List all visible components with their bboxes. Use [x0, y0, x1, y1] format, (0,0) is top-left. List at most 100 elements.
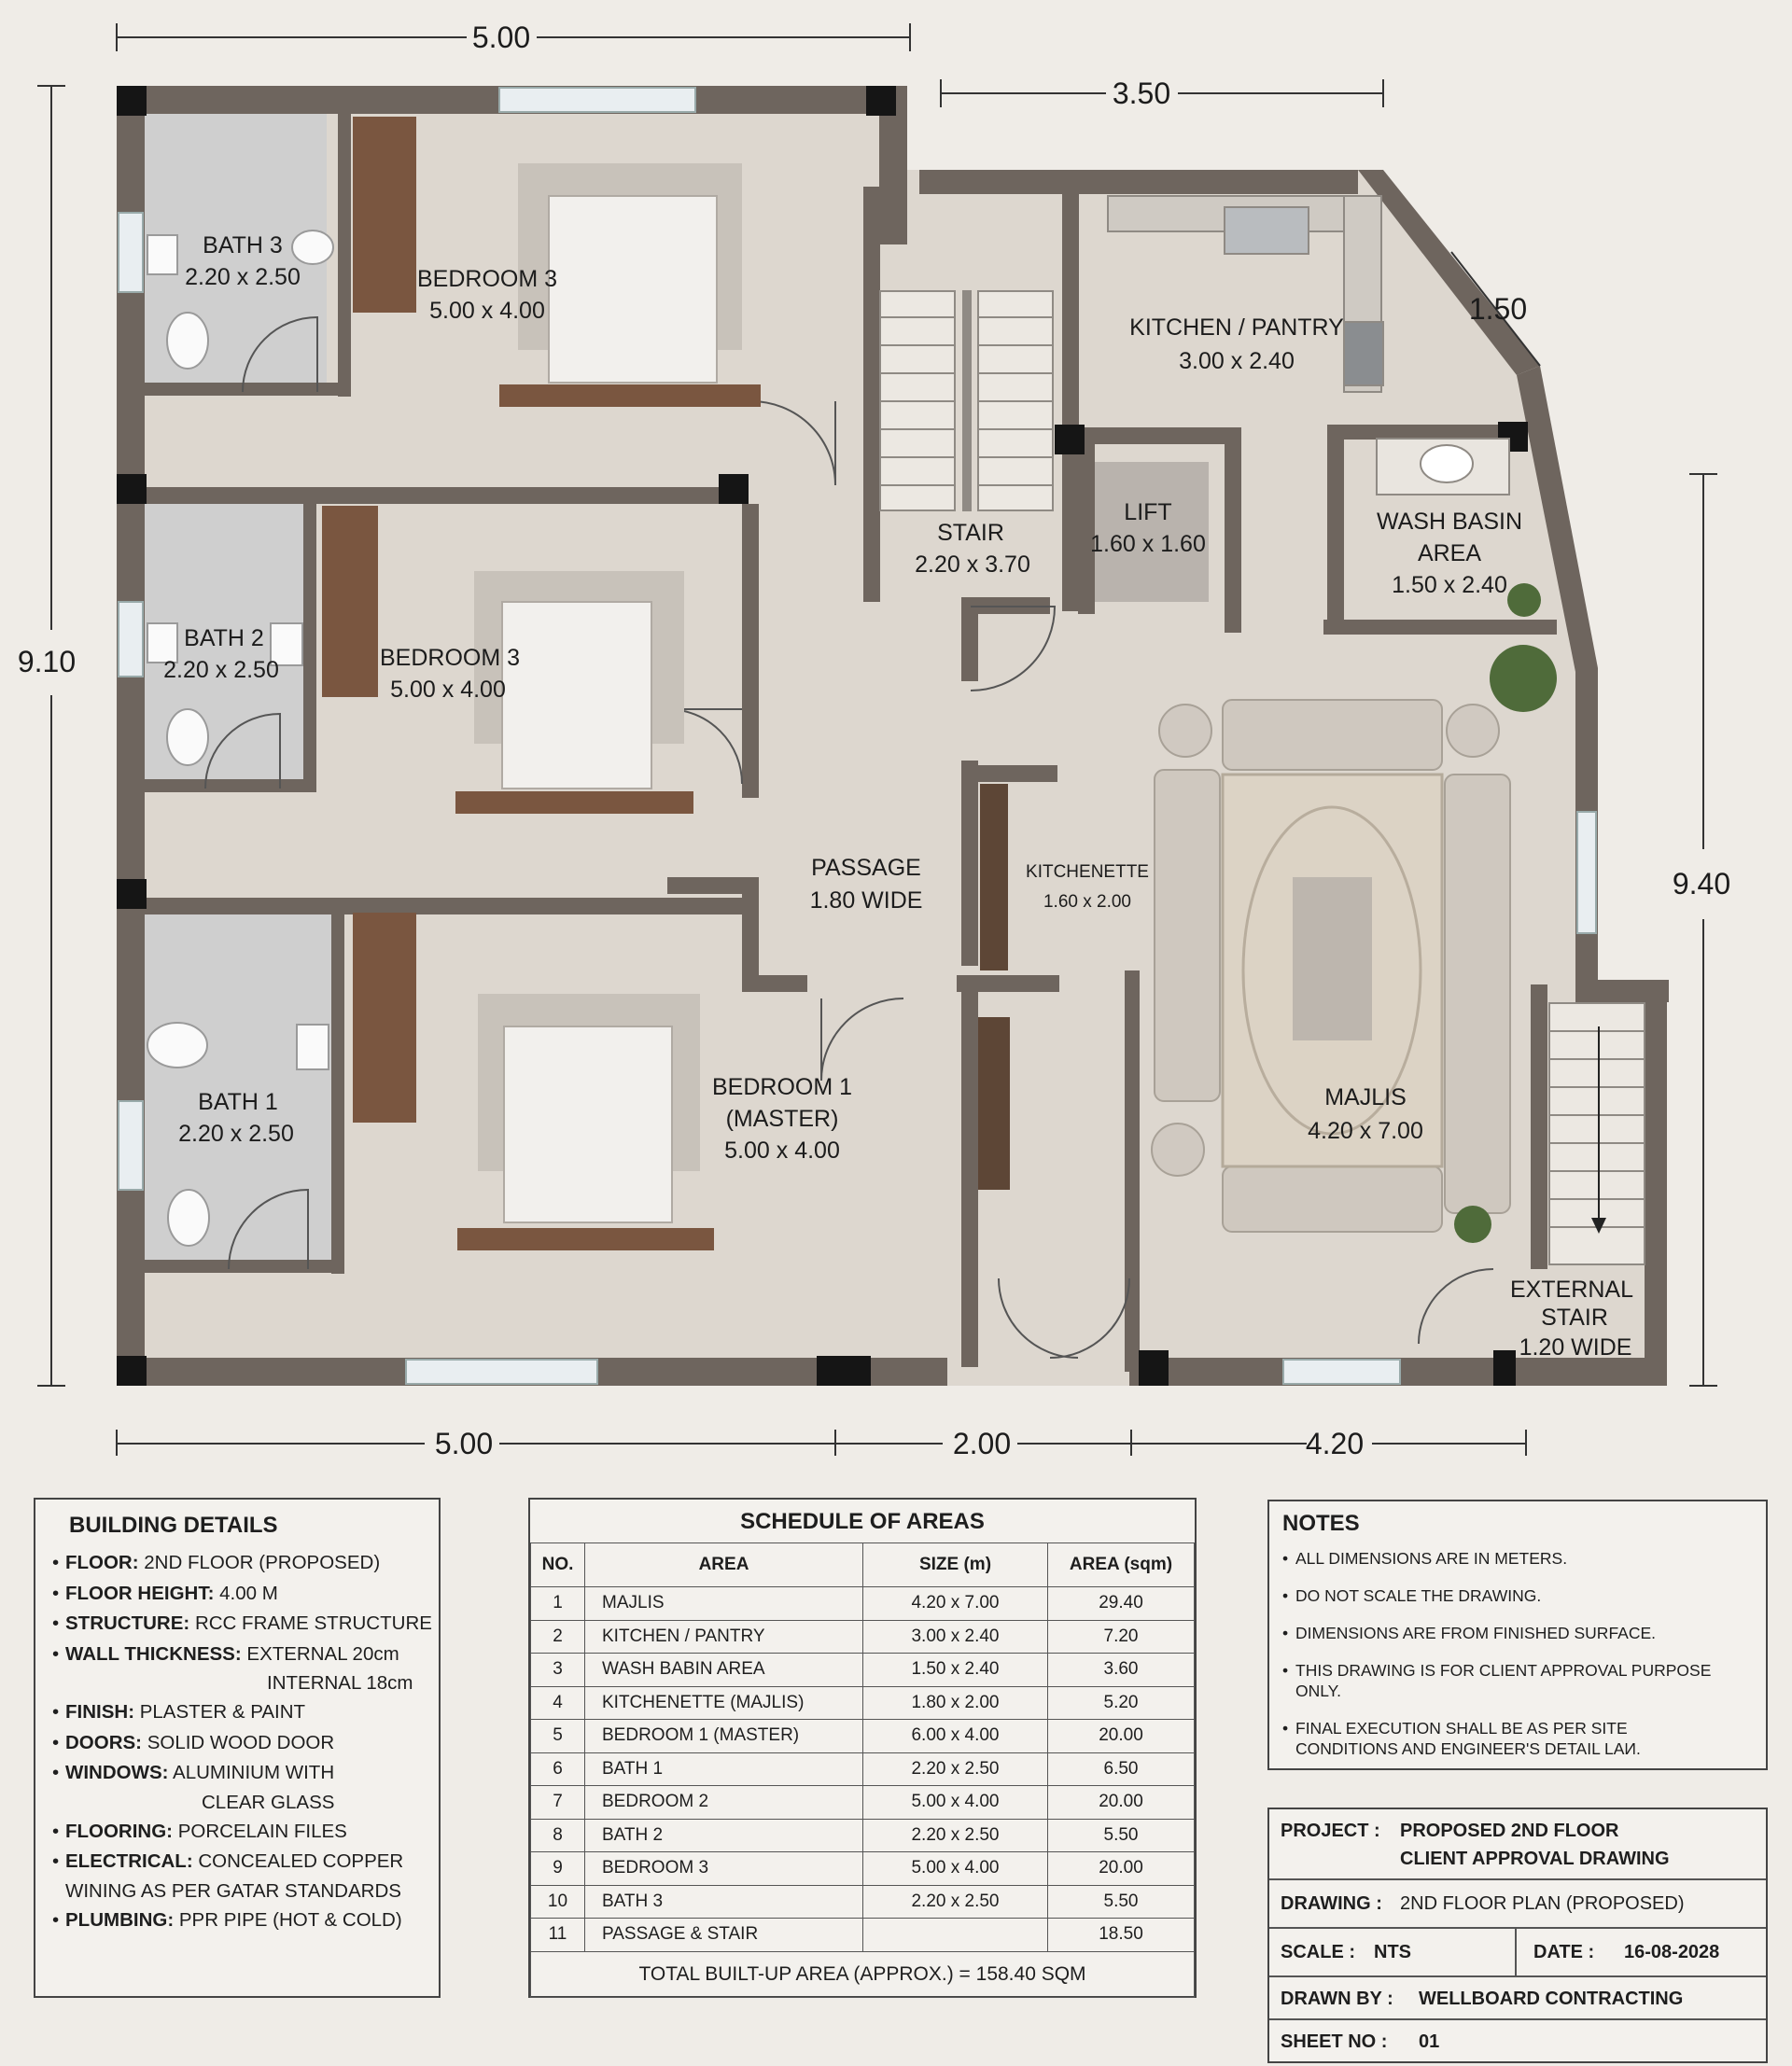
majlis-rug-medallion: [1241, 805, 1422, 1136]
cell-size: [862, 1918, 1048, 1952]
bd-item-continuation: WINING AS PER GATAR STANDARDS: [65, 1879, 401, 1902]
cell-area: BEDROOM 3: [584, 1851, 863, 1886]
dim-bottom-mid: 2.00: [953, 1427, 1011, 1456]
cell-size: 2.20 x 2.50: [862, 1884, 1048, 1919]
cell-area: KITCHENETTE (MAJLIS): [584, 1685, 863, 1720]
dim-diagonal: 1.50: [1469, 292, 1527, 326]
label-bedroom3-top-name: BEDROOM 3: [417, 266, 557, 292]
bd-item: FLOOR HEIGHT: 4.00 M: [52, 1579, 422, 1610]
wardrobes: [322, 117, 416, 1123]
notes-panel: NOTES ALL DIMENSIONS ARE IN METERS. DO N…: [1267, 1500, 1768, 1770]
cell-sqm: 20.00: [1047, 1719, 1195, 1753]
cell-no: 1: [530, 1586, 585, 1621]
cell-area: BATH 2: [584, 1818, 863, 1852]
label-bath1-size: 2.20 x 2.50: [178, 1121, 294, 1147]
cell-area: BATH 1: [584, 1752, 863, 1786]
bd-item: WALL THICKNESS: EXTERNAL 20cm: [52, 1640, 422, 1670]
cell-area: BEDROOM 1 (MASTER): [584, 1719, 863, 1753]
bath-fixtures: [147, 230, 334, 1247]
label-lift-size: 1.60 x 1.60: [1090, 531, 1206, 557]
cell-size: 1.50 x 2.40: [862, 1653, 1048, 1687]
cell-sqm: 29.40: [1047, 1586, 1195, 1621]
dim-right: 9.40: [1673, 867, 1730, 900]
building-details-title: BUILDING DETAILS: [69, 1513, 278, 1538]
label-bath2-name: BATH 2: [184, 625, 264, 651]
bd-item: STRUCTURE: RCC FRAME STRUCTURE: [52, 1609, 432, 1640]
tb-drawing-row: DRAWING : 2ND FLOOR PLAN (PROPOSED): [1269, 1880, 1766, 1929]
cell-no: 5: [530, 1719, 585, 1753]
majlis-seating: [1154, 699, 1511, 1233]
cell-area: BEDROOM 2: [584, 1785, 863, 1820]
lift-floor: [1092, 462, 1209, 602]
bd-item-continuation: INTERNAL 18cm: [267, 1672, 413, 1694]
cell-no: 8: [530, 1818, 585, 1852]
cell-area: BATH 3: [584, 1884, 863, 1919]
tb-scale-date-row: SCALE : NTS DATE : 16-08-2028: [1269, 1929, 1766, 1977]
bd-item: FLOORING: PORCELAIN FILES: [52, 1817, 422, 1848]
tb-drawn-row: DRAWN BY : WELLBOARD CONTRACTING: [1269, 1977, 1766, 2020]
table-total-row: TOTAL BUILT-UP AREA (APPROX.) = 158.40 S…: [530, 1950, 1195, 1998]
label-bath2-size: 2.20 x 2.50: [163, 657, 279, 683]
dim-top-right: 3.50: [1113, 77, 1170, 110]
kitchen-counters: [1107, 195, 1384, 393]
cell-size: 3.00 x 2.40: [862, 1619, 1048, 1654]
cell-sqm: 20.00: [1047, 1785, 1195, 1820]
cell-area: WASH BABIN AREA: [584, 1653, 863, 1687]
label-bedroom3-mid-name: BEDROOM 3: [380, 645, 520, 671]
cell-area: PASSAGE & STAIR: [584, 1918, 863, 1952]
cell-sqm: 3.60: [1047, 1653, 1195, 1687]
cell-no: 11: [530, 1918, 585, 1952]
label-stair-size: 2.20 x 3.70: [915, 551, 1030, 578]
cell-area: KITCHEN / PANTRY: [584, 1619, 863, 1654]
bd-item-continuation: CLEAR GLASS: [202, 1791, 335, 1813]
tv-unit: [978, 1017, 1010, 1190]
bd-item: FLOOR: 2ND FLOOR (PROPOSED): [52, 1548, 422, 1579]
coffee-table: [1293, 877, 1372, 1040]
external-stair-arrow: [1591, 1026, 1606, 1234]
label-ext-stair-name2: STAIR: [1541, 1305, 1608, 1331]
label-bath1-name: BATH 1: [198, 1089, 278, 1115]
col-header: AREA: [584, 1543, 863, 1587]
cell-no: 10: [530, 1884, 585, 1919]
note-item: DIMENSIONS ARE FROM FINISHED SURFACE.: [1282, 1623, 1753, 1643]
label-kitchenette-size: 1.60 x 2.00: [1043, 892, 1131, 912]
cell-sqm: 20.00: [1047, 1851, 1195, 1886]
table-header-row: NO. AREA SIZE (m) AREA (sqm): [530, 1543, 1195, 1587]
cell-sqm: 5.50: [1047, 1884, 1195, 1919]
dim-bottom-right: 4.20: [1306, 1427, 1364, 1456]
label-bath3-size: 2.20 x 2.50: [185, 264, 301, 290]
windows: [118, 87, 1597, 1385]
schedule-title: SCHEDULE OF AREAS: [740, 1509, 985, 1534]
bd-item: PLUMBING: PPR PIPE (HOT & COLD): [52, 1905, 422, 1936]
dim-bottom-left: 5.00: [435, 1427, 493, 1456]
cell-no: 2: [530, 1619, 585, 1654]
note-item: ALL DIMENSIONS ARE IN METERS.: [1282, 1548, 1753, 1569]
schedule-of-areas-panel: SCHEDULE OF AREAS NO. AREA SIZE (m) AREA…: [528, 1498, 1197, 1998]
bd-item: FINISH: PLASTER & PAINT: [52, 1697, 422, 1728]
label-bedroom3-top-size: 5.00 x 4.00: [429, 298, 545, 324]
title-block: PROJECT : PROPOSED 2ND FLOOR CLIENT APPR…: [1267, 1808, 1768, 2063]
dim-left: 9.10: [18, 645, 76, 678]
columns: [117, 86, 1528, 1386]
note-item: FINAL EXECUTION SHALL BE AS PER SITE CON…: [1282, 1718, 1734, 1759]
bd-item: DOORS: SOLID WOOD DOOR: [52, 1728, 422, 1759]
label-lift-name: LIFT: [1124, 499, 1171, 525]
label-wash-name2: AREA: [1418, 540, 1481, 566]
plants: [1454, 583, 1557, 1243]
bd-item: ELECTRICAL: CONCEALED COPPER: [52, 1847, 422, 1878]
cell-size: 5.00 x 4.00: [862, 1785, 1048, 1820]
cell-no: 7: [530, 1785, 585, 1820]
label-ext-stair-name1: EXTERNAL: [1510, 1277, 1633, 1303]
label-ext-stair-size: 1.20 WIDE: [1519, 1334, 1632, 1361]
doors: [204, 315, 1494, 1359]
total-built-up-area: TOTAL BUILT-UP AREA (APPROX.) = 158.40 S…: [530, 1950, 1195, 1998]
label-bedroom1-name2: (MASTER): [726, 1106, 839, 1132]
label-kitchenette-name: KITCHENETTE: [1026, 862, 1149, 882]
dim-top-left: 5.00: [472, 21, 530, 54]
